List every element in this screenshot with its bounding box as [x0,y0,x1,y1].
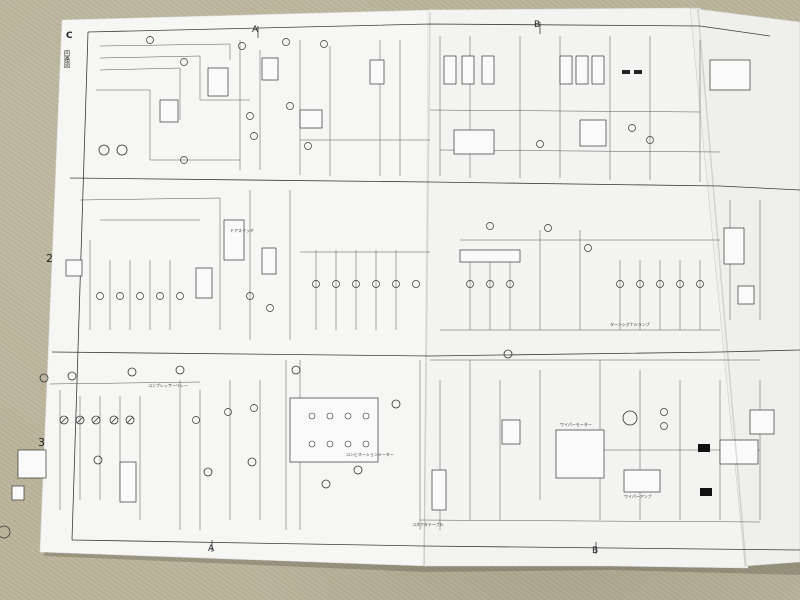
row2-components [65,219,755,312]
sheet-seam-2 [697,9,747,567]
caption-turn-signal: ターンシグナルランプ [610,321,650,327]
row2-wiring [79,190,761,340]
row-divider-2 [51,349,800,357]
row1-components [98,36,751,164]
zone-label-top-a: A [252,25,259,35]
sheet-title: 回路図 [63,50,70,69]
row-divider-1 [69,177,800,191]
caption-compressor-relay: コンプレッサーリレー [148,382,188,388]
sheet-title-letter: C [66,31,73,41]
row1-wiring [96,36,721,182]
sheet-left [39,9,433,567]
row3-wiring [49,359,761,530]
caption-connector-table: コネクタテーブル [412,521,444,527]
frame-top [87,23,771,37]
frame-left [71,31,89,541]
zone-label-top-b: B [534,20,540,30]
row-label-3: 3 [38,436,45,449]
caption-door-switch: ドアスイッチ [230,228,254,233]
row3-components [0,349,775,539]
row-label-2: 2 [46,252,53,265]
zone-label-bottom-b: B [592,546,598,556]
frame-bottom [71,539,800,551]
caption-wiper-amp: ワイパーアンプ [624,493,651,499]
caption-combination-meter: コンビネーションメーター [346,451,394,457]
sheet-seam-1 [423,11,431,567]
caption-wiper-motor: ワイパーモーター [560,421,592,427]
zone-label-bottom-a: A [208,544,215,554]
